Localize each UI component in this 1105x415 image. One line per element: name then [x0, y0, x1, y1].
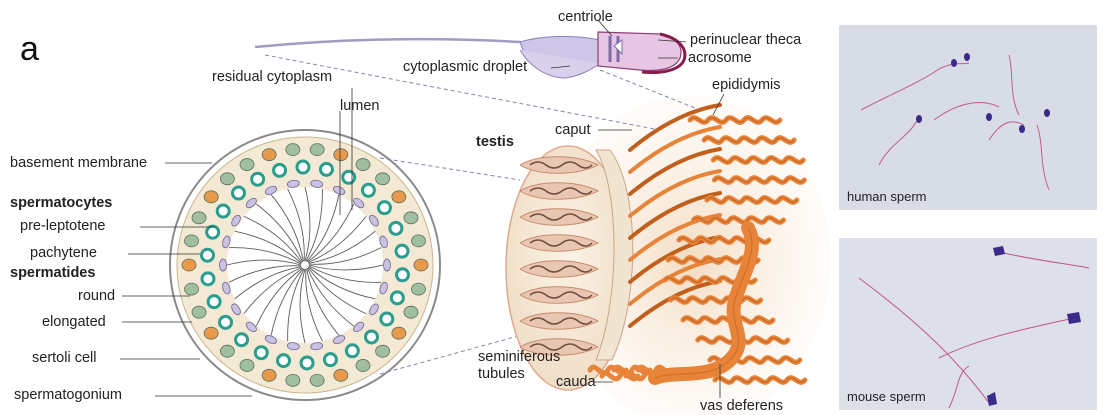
round-spermatid — [252, 173, 264, 185]
label-spermatocytes: spermatocytes — [10, 196, 112, 211]
elongated-spermatid — [384, 259, 391, 271]
label-caput: caput — [555, 123, 590, 138]
elongated-spermatid — [220, 259, 227, 271]
round-spermatid — [396, 245, 408, 257]
label-residual-cytoplasm: residual cytoplasm — [212, 70, 332, 85]
label-cauda: cauda — [556, 375, 596, 390]
label-pre-leptotene: pre-leptotene — [20, 219, 105, 234]
spermatocyte — [404, 306, 418, 318]
round-spermatid — [236, 334, 248, 346]
round-spermatid — [378, 202, 390, 214]
spermatocyte — [240, 159, 254, 171]
label-testis: testis — [476, 135, 514, 150]
spermatocyte — [356, 359, 370, 371]
mouse-sperm-micrograph — [839, 238, 1097, 410]
sertoli-cell — [204, 191, 218, 203]
sertoli-cell — [392, 191, 406, 203]
label-basement-membrane: basement membrane — [10, 156, 147, 171]
spermatocyte — [286, 144, 300, 156]
round-spermatid — [362, 184, 374, 196]
sertoli-cell — [262, 369, 276, 381]
spermatocyte — [286, 374, 300, 386]
label-tubules: tubules — [478, 367, 525, 382]
label-round: round — [78, 289, 115, 304]
round-spermatid — [391, 292, 403, 304]
round-spermatid — [297, 161, 309, 173]
round-spermatid — [255, 347, 267, 359]
human-sperm-caption: human sperm — [847, 189, 926, 204]
round-spermatid — [381, 313, 393, 325]
round-spermatid — [320, 163, 332, 175]
label-acrosome: acrosome — [688, 51, 752, 66]
spermatocyte — [376, 345, 390, 357]
label-vas-deferens: vas deferens — [700, 399, 783, 414]
round-spermatid — [220, 316, 232, 328]
label-elongated: elongated — [42, 315, 106, 330]
label-perinuclear-theca: perinuclear theca — [690, 33, 801, 48]
sertoli-cell — [334, 369, 348, 381]
round-spermatid — [324, 354, 336, 366]
label-centriole: centriole — [558, 10, 613, 25]
spermatocyte — [192, 306, 206, 318]
sertoli-cell — [392, 327, 406, 339]
spermatocyte — [192, 212, 206, 224]
round-spermatid — [202, 273, 214, 285]
round-spermatid — [365, 331, 377, 343]
round-spermatid — [207, 226, 219, 238]
spermatocyte — [411, 283, 425, 295]
tubule-cross-section — [170, 130, 440, 400]
round-spermatid — [274, 164, 286, 176]
round-spermatid — [390, 222, 402, 234]
mouse-sperm-caption: mouse sperm — [847, 389, 926, 404]
spermatocyte — [411, 235, 425, 247]
spermatocyte — [220, 345, 234, 357]
spermatocyte — [310, 374, 324, 386]
spermatocyte — [310, 144, 324, 156]
sertoli-cell — [182, 259, 196, 271]
human-sperm-micrograph — [839, 25, 1097, 210]
sertoli-cell — [334, 149, 348, 161]
label-seminiferous: seminiferous — [478, 350, 560, 365]
sertoli-cell — [414, 259, 428, 271]
label-spermatogonium: spermatogonium — [14, 388, 122, 403]
label-spermatides: spermatides — [10, 266, 95, 281]
spermatocyte — [185, 235, 199, 247]
round-spermatid — [208, 296, 220, 308]
label-lumen: lumen — [340, 99, 380, 114]
spermatocyte — [240, 359, 254, 371]
round-spermatid — [233, 187, 245, 199]
round-spermatid — [301, 357, 313, 369]
label-sertoli-cell: sertoli cell — [32, 351, 96, 366]
spermatocyte — [356, 159, 370, 171]
label-cytoplasmic-droplet: cytoplasmic droplet — [403, 60, 527, 75]
label-pachytene: pachytene — [30, 246, 97, 261]
spermatocyte — [376, 173, 390, 185]
round-spermatid — [217, 205, 229, 217]
round-spermatid — [278, 355, 290, 367]
round-spermatid — [201, 249, 213, 261]
spermatocyte — [404, 212, 418, 224]
panel-label-a: a — [20, 32, 39, 66]
round-spermatid — [397, 269, 409, 281]
mouse-sperm-photo: mouse sperm — [839, 238, 1097, 410]
human-sperm-photo: human sperm — [839, 25, 1097, 210]
label-epididymis: epididymis — [712, 78, 781, 93]
spermatocyte — [185, 283, 199, 295]
spermatocyte — [220, 173, 234, 185]
sertoli-cell — [262, 149, 276, 161]
round-spermatid — [346, 345, 358, 357]
sertoli-cell — [204, 327, 218, 339]
round-spermatid — [343, 171, 355, 183]
